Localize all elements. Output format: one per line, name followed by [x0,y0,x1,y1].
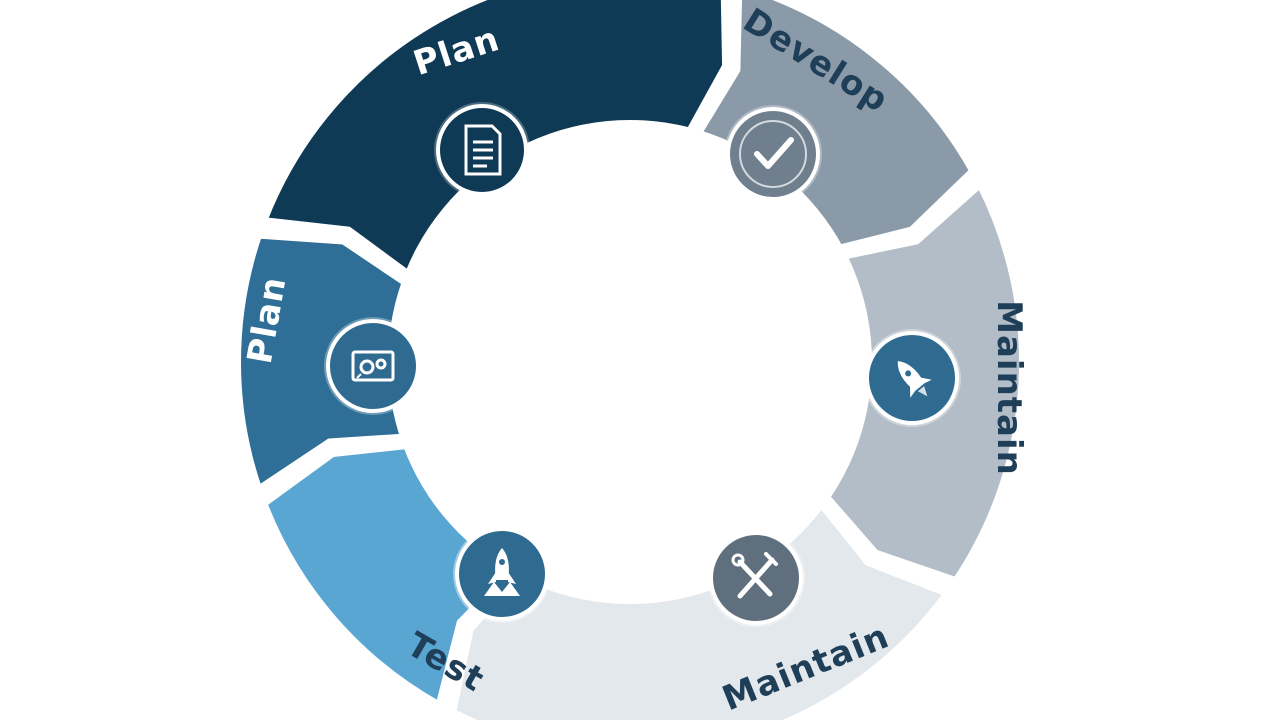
label-maintain-right: Maintain [989,300,1029,476]
badge-develop [724,105,822,203]
document-icon [464,124,502,176]
wrench-screwdriver-icon [731,552,778,599]
rocket-launch-icon [484,548,520,596]
badge-maintain-right [863,329,961,427]
badge-test [453,525,551,623]
badge-plan-top [434,102,530,198]
segment-badges [324,102,961,627]
rocket-icon [897,361,932,398]
badge-plan-left [324,317,422,415]
checkmark-icon [754,137,794,169]
gears-board-icon [351,350,395,382]
badge-maintain-bottom [707,529,805,627]
cycle-segments [235,0,1025,725]
center-circle [388,120,872,604]
